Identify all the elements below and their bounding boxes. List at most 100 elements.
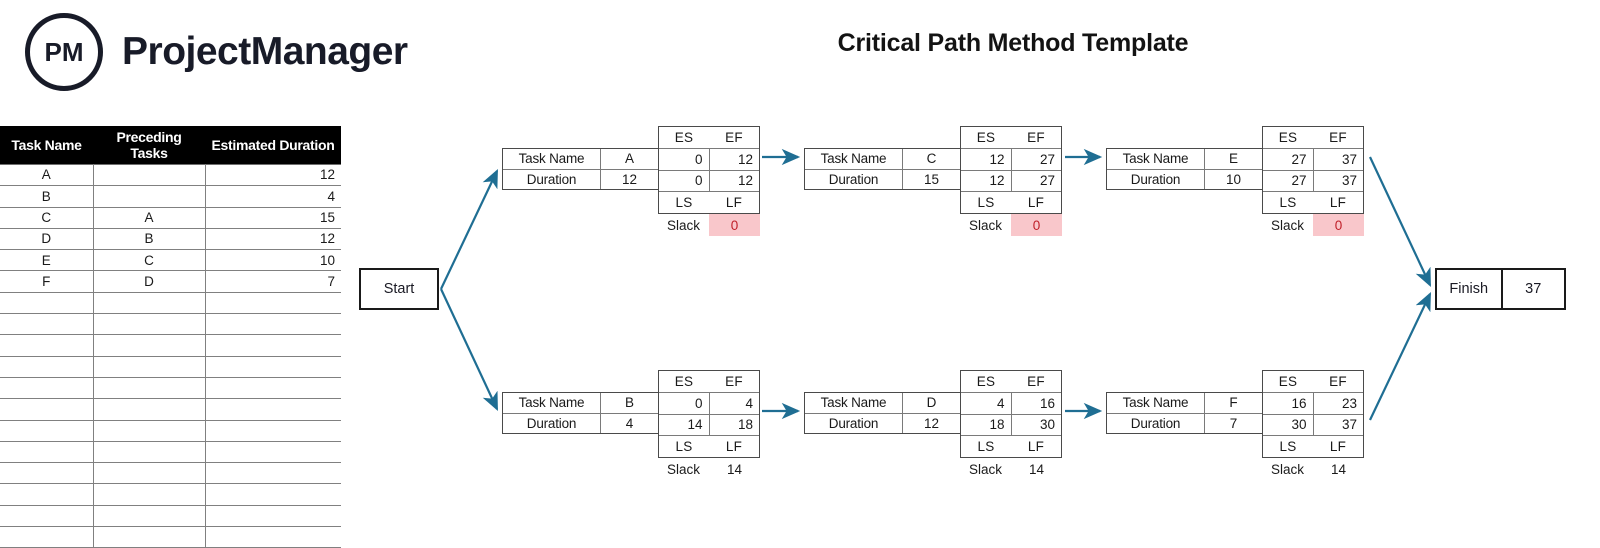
node-lf-value[interactable]: 37 (1312, 170, 1364, 192)
node-es-ef-value-row: 4 16 (961, 391, 1062, 414)
node-es-value[interactable]: 0 (694, 395, 703, 411)
node-es-value[interactable]: 12 (989, 151, 1005, 167)
node-lf-label: LF (725, 195, 743, 211)
arrow-e-to-finish (1369, 156, 1431, 287)
column-header-preceding-tasks: Preceding Tasks (93, 126, 205, 165)
node-lf-value[interactable]: 27 (1010, 170, 1062, 192)
node-duration-value[interactable]: 15 (923, 171, 940, 187)
node-ef-value[interactable]: 27 (1010, 148, 1062, 170)
node-task-name-row: Task Name D (805, 393, 960, 413)
node-ef-value[interactable]: 23 (1312, 392, 1364, 414)
node-task-name-label: Task Name (805, 393, 903, 413)
node-lf-value[interactable]: 12 (708, 170, 760, 192)
node-slack-value[interactable]: 14 (1028, 461, 1045, 477)
node-es-value[interactable]: 4 (996, 395, 1005, 411)
node-lf-label: LF (1329, 439, 1347, 455)
node-es-value[interactable]: 0 (694, 151, 703, 167)
node-duration-label: Duration (1107, 413, 1205, 433)
node-ls-value[interactable]: 14 (687, 417, 703, 433)
node-lf-label: LF (1027, 195, 1045, 211)
node-slack-value[interactable]: 14 (1330, 461, 1347, 477)
node-ef-label: EF (1329, 129, 1347, 145)
node-lf-value[interactable]: 30 (1010, 414, 1062, 436)
finish-node-value: 37 (1500, 270, 1565, 308)
node-duration-value[interactable]: 12 (923, 415, 940, 431)
node-duration-label: Duration (503, 413, 601, 433)
node-duration-value[interactable]: 4 (625, 415, 634, 431)
node-ls-value[interactable]: 27 (1291, 173, 1307, 189)
node-task-name-value[interactable]: D (926, 395, 937, 411)
start-node[interactable]: Start (359, 268, 439, 310)
node-slack-row: Slack 14 (1262, 458, 1364, 480)
start-node-label: Start (383, 281, 415, 297)
node-slack-value[interactable]: 0 (709, 214, 760, 236)
brand-name: ProjectManager (122, 30, 408, 73)
node-duration-row: Duration 12 (805, 412, 960, 433)
table-row (0, 355, 341, 378)
node-lf-value[interactable]: 37 (1312, 414, 1364, 436)
node-slack-label: Slack (1270, 461, 1304, 477)
node-task-name-value[interactable]: C (926, 151, 937, 167)
node-ef-value[interactable]: 37 (1312, 148, 1364, 170)
node-es-ef-value-row: 12 27 (961, 147, 1062, 170)
svg-text:PM: PM (45, 37, 84, 67)
node-duration-label: Duration (805, 413, 903, 433)
arrow-start-to-b (440, 288, 498, 411)
node-es-label: ES (1278, 129, 1298, 145)
node-ls-lf-value-row: 12 27 (961, 169, 1062, 192)
node-ls-value[interactable]: 12 (989, 173, 1005, 189)
node-ls-value[interactable]: 18 (989, 417, 1005, 433)
finish-node[interactable]: Finish 37 (1435, 268, 1566, 310)
node-ef-label: EF (1027, 129, 1045, 145)
node-ls-label: LS (977, 195, 995, 211)
node-duration-value[interactable]: 7 (1229, 415, 1238, 431)
node-slack-value[interactable]: 0 (1011, 214, 1062, 236)
node-ef-value[interactable]: 12 (708, 148, 760, 170)
table-row (0, 483, 341, 506)
node-slack-value[interactable]: 0 (1313, 214, 1364, 236)
arrow-start-to-a (440, 169, 498, 290)
node-task-name-value[interactable]: E (1228, 151, 1238, 167)
brand-lockup: PM ProjectManager (22, 10, 408, 94)
node-ls-lf-value-row: 0 12 (659, 169, 760, 192)
node-slack-value[interactable]: 14 (726, 461, 743, 477)
node-duration-value[interactable]: 12 (621, 171, 638, 187)
node-lf-value[interactable]: 18 (708, 414, 760, 436)
node-task-name-value[interactable]: B (624, 395, 634, 411)
node-duration-value[interactable]: 10 (1225, 171, 1242, 187)
node-ls-value[interactable]: 30 (1291, 417, 1307, 433)
node-es-value[interactable]: 16 (1291, 395, 1307, 411)
node-es-value[interactable]: 27 (1291, 151, 1307, 167)
node-task-name-value[interactable]: F (1229, 395, 1238, 411)
node-ef-value[interactable]: 16 (1010, 392, 1062, 414)
node-task-name-value[interactable]: A (624, 151, 634, 167)
node-ls-value[interactable]: 0 (694, 173, 703, 189)
table-row (0, 526, 341, 548)
node-ef-value[interactable]: 4 (708, 392, 760, 414)
